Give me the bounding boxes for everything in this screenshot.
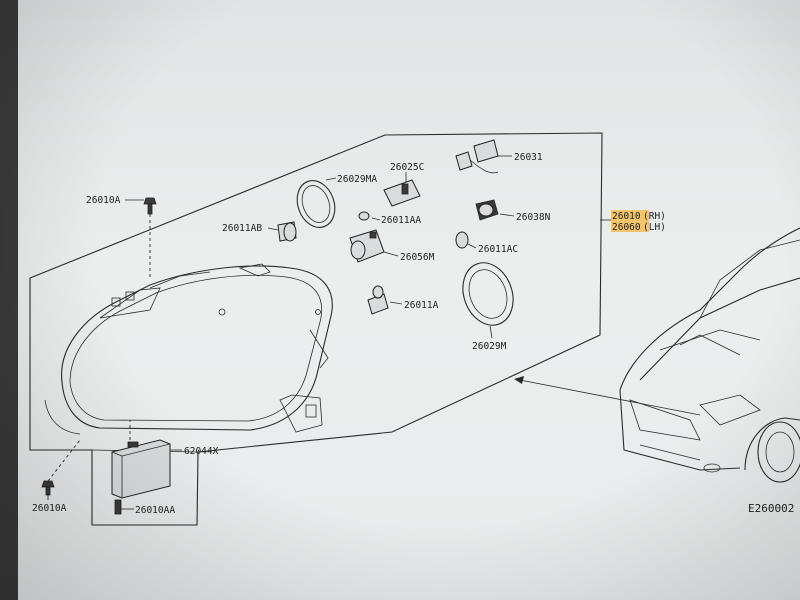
part-number-highlight — [611, 210, 649, 232]
label-26010A-bottom: 26010A — [32, 503, 67, 514]
bulb-26011A — [367, 285, 403, 315]
screw-26010AA — [114, 499, 134, 515]
socket-26025C — [383, 172, 421, 207]
harness-26031 — [455, 139, 512, 174]
figure-code: E260002 — [748, 502, 794, 515]
screw-26010A-top — [125, 197, 157, 280]
screw-26010A-bottom — [41, 439, 81, 500]
bulb-26011AB — [267, 221, 297, 242]
label-26011AB: 26011AB — [222, 223, 262, 234]
socket-26038N — [475, 199, 515, 221]
leveling-motor-26056M — [349, 229, 399, 263]
label-rh-side: (RH) — [643, 211, 666, 222]
label-26011AA: 26011AA — [381, 215, 421, 226]
location-arrow — [514, 376, 701, 416]
diagram-sheet — [18, 0, 800, 600]
label-lh-code: 26060 — [612, 222, 641, 233]
label-26031: 26031 — [514, 152, 543, 163]
seal-ring-26029M — [462, 262, 514, 339]
label-26029M: 26029M — [472, 341, 507, 352]
vehicle-sketch — [619, 227, 800, 483]
bulb-26011AA — [358, 211, 381, 221]
label-62044X: 62044X — [184, 446, 219, 457]
label-26038N: 26038N — [516, 212, 551, 223]
bulb-26011AC — [455, 231, 477, 249]
ballast-62044X — [111, 420, 182, 499]
label-26025C: 26025C — [390, 162, 424, 173]
label-26011A: 26011A — [404, 300, 439, 311]
label-26029MA: 26029MA — [337, 174, 377, 185]
label-26011AC: 26011AC — [478, 244, 518, 255]
headlamp-housing — [44, 263, 333, 435]
label-rh-code: 26010 — [612, 211, 641, 222]
label-26010AA: 26010AA — [135, 505, 175, 516]
label-26056M: 26056M — [400, 252, 435, 263]
label-lh-side: (LH) — [643, 222, 666, 233]
seal-ring-26029MA — [296, 177, 337, 228]
label-26010A-top: 26010A — [86, 195, 121, 206]
